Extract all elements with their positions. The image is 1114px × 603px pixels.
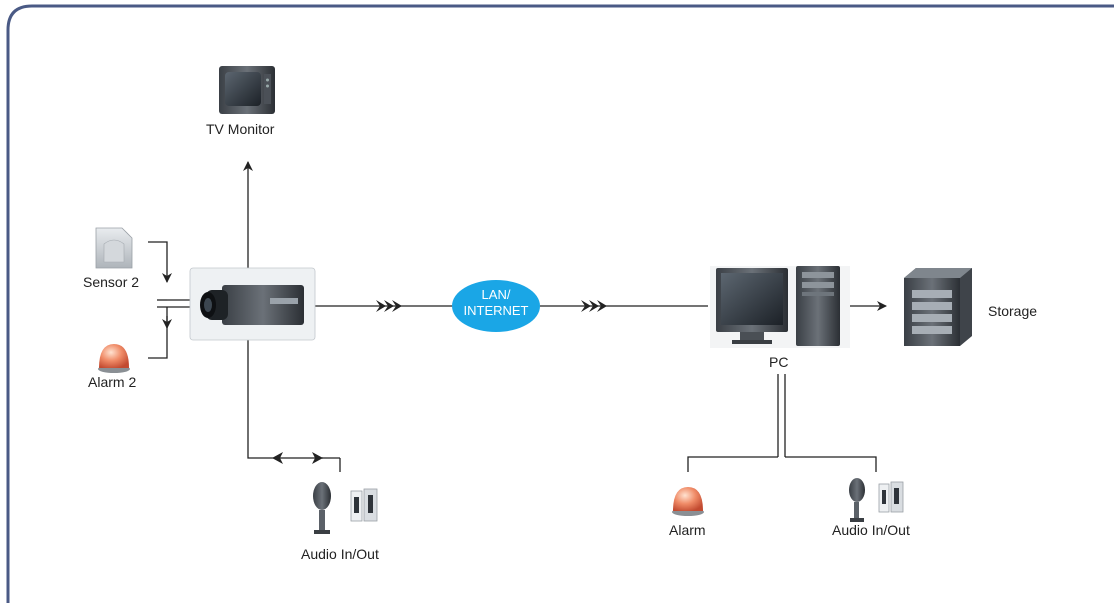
- flow-chevrons-right: [581, 300, 607, 312]
- pc-label: PC: [769, 354, 789, 370]
- line-camera-audio: [247, 340, 272, 459]
- alarm-right-label: Alarm: [669, 522, 706, 538]
- lan-internet-cloud: [452, 280, 540, 332]
- tv-monitor-label: TV Monitor: [206, 121, 275, 137]
- sensor-icon: [95, 227, 133, 269]
- cloud-label-line1: LAN/: [481, 287, 511, 302]
- camera-icon: [189, 267, 316, 341]
- alarm-left-icon: [98, 344, 130, 373]
- frame-border: [6, 4, 1114, 603]
- cloud-label-line2: INTERNET: [463, 303, 529, 318]
- line-pc-audio: [785, 456, 877, 472]
- cloud-label: LAN/ INTERNET: [452, 287, 540, 319]
- line-alarm: [148, 307, 168, 359]
- audio-left-label: Audio In/Out: [301, 546, 379, 562]
- line-sensor: [148, 241, 172, 283]
- storage-label: Storage: [988, 303, 1038, 319]
- line-pc-alarm: [687, 456, 778, 472]
- audio-right-icon: [849, 478, 904, 522]
- sensor-label: Sensor 2: [83, 274, 140, 290]
- connections: [148, 161, 887, 472]
- alarm-left-label: Alarm 2: [88, 374, 137, 390]
- flow-chevrons-left: [376, 300, 402, 312]
- alarm-right-icon: [672, 487, 704, 516]
- tv-monitor-icon: [219, 66, 275, 114]
- pc-icon: [710, 266, 850, 348]
- audio-left-icon: [313, 482, 378, 534]
- audio-bidirectional-arrow: [272, 452, 323, 464]
- storage-icon: [904, 268, 972, 346]
- audio-right-label: Audio In/Out: [832, 522, 910, 538]
